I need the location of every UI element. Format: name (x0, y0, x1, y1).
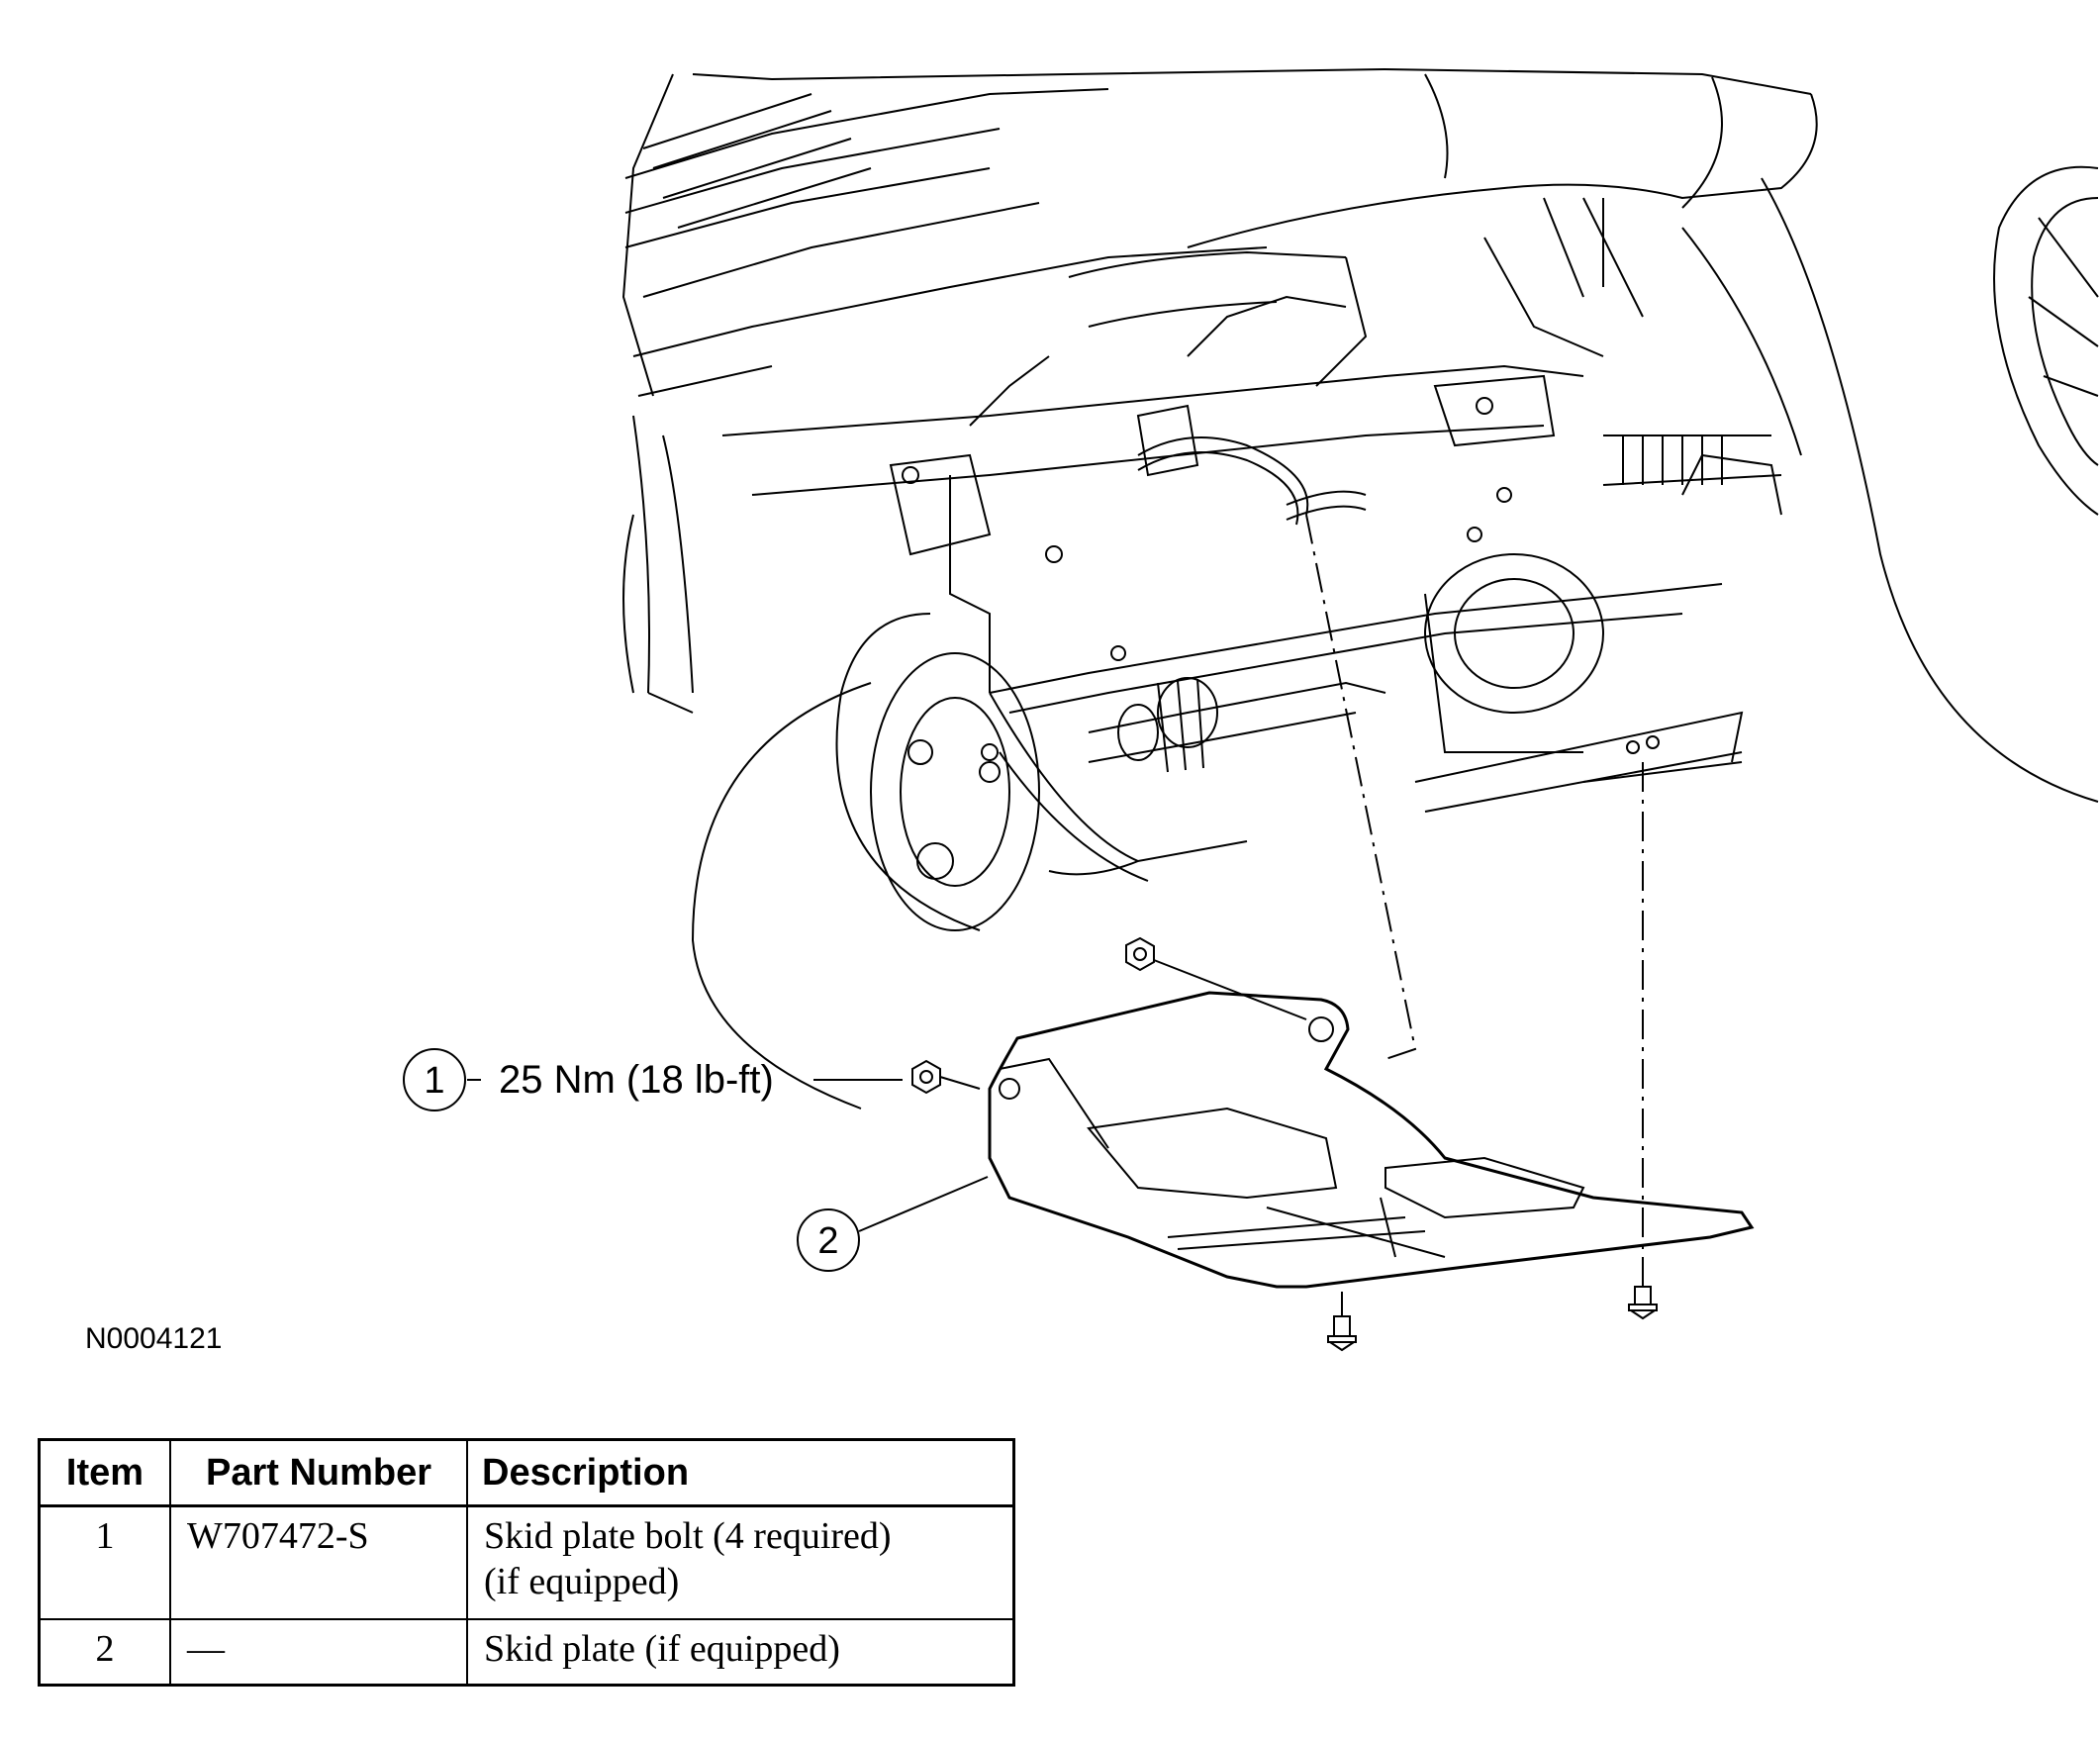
callout-1-number: 1 (424, 1060, 444, 1102)
vehicle-underbody-drawing (623, 69, 2098, 1109)
table-row: 2 — Skid plate (if equipped) (38, 1618, 1015, 1687)
table-row: 1 W707472-S Skid plate bolt (4 required)… (38, 1504, 1015, 1620)
header-part-number: Part Number (169, 1438, 468, 1507)
callout-2-leader (859, 1177, 988, 1231)
cell-description: Skid plate bolt (4 required) (if equippe… (466, 1504, 1015, 1620)
header-description: Description (466, 1438, 1015, 1507)
callout-2-circle (798, 1209, 859, 1271)
torque-label: 25 Nm (18 lb-ft) (499, 1058, 774, 1102)
callout-1: 1 25 Nm (18 lb-ft) (404, 1049, 903, 1111)
cell-part-number: W707472-S (169, 1504, 468, 1620)
illustration-id: N0004121 (85, 1322, 223, 1355)
bolt-icon (1126, 938, 1306, 1019)
skid-plate-drawing (990, 993, 1752, 1287)
bolt-icon (1629, 1267, 1657, 1318)
cell-part-number: — (169, 1618, 468, 1687)
bolt-icon (912, 1061, 980, 1093)
cell-item: 2 (38, 1618, 171, 1687)
callout-1-circle (404, 1049, 465, 1111)
installation-guide-lines (1306, 515, 1643, 1267)
bolt-icon (1328, 1292, 1356, 1350)
cell-description: Skid plate (if equipped) (466, 1618, 1015, 1687)
description-line: Skid plate (if equipped) (484, 1628, 840, 1670)
description-line: Skid plate bolt (4 required) (484, 1515, 892, 1557)
parts-table: Item Part Number Description 1 W707472-S… (38, 1438, 1015, 1687)
callout-2: 2 (798, 1177, 988, 1271)
description-line: (if equipped) (484, 1561, 680, 1602)
callout-2-number: 2 (817, 1220, 838, 1262)
cell-item: 1 (38, 1504, 171, 1620)
skid-plate-bolts (912, 938, 1657, 1350)
table-header-row: Item Part Number Description (38, 1438, 1015, 1507)
header-item: Item (38, 1438, 171, 1507)
